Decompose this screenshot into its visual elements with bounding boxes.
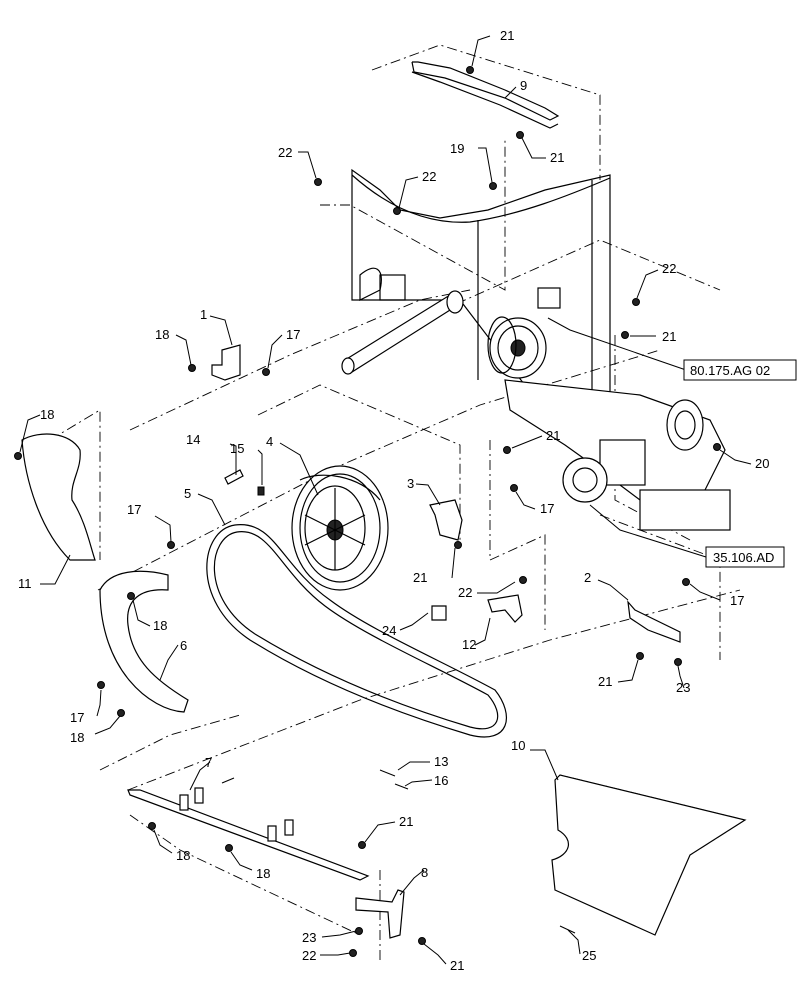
callout-23-a: 23 (676, 680, 690, 695)
callout-2: 2 (584, 570, 591, 585)
callout-16: 16 (434, 773, 448, 788)
callouts: 21 9 21 22 22 19 22 21 1 18 17 21 20 18 … (18, 28, 769, 973)
callout-18-e: 18 (176, 848, 190, 863)
callout-4: 4 (266, 434, 273, 449)
bracket-part-12 (487, 594, 523, 623)
large-pulley-part-4 (291, 465, 389, 591)
callout-8: 8 (421, 865, 428, 880)
callout-1: 1 (200, 307, 207, 322)
reference-label-a: 80.175.AG 02 (690, 363, 770, 378)
drive-belt-part-5 (206, 524, 508, 738)
top-bar-part-9 (411, 61, 560, 129)
callout-25: 25 (582, 948, 596, 963)
bracket-part-1 (211, 344, 241, 381)
cover-panel-part-10 (551, 774, 747, 936)
callout-24: 24 (382, 623, 396, 638)
callout-6: 6 (180, 638, 187, 653)
callout-10: 10 (511, 738, 525, 753)
callout-21-e: 21 (413, 570, 427, 585)
callout-22-b: 22 (422, 169, 436, 184)
bracket-part-8 (355, 889, 405, 939)
callout-18-c: 18 (153, 618, 167, 633)
callout-17-c: 17 (127, 502, 141, 517)
callout-15: 15 (230, 441, 244, 456)
bracket-part-2 (627, 600, 681, 643)
callout-17-e: 17 (70, 710, 84, 725)
callout-21-b: 21 (550, 150, 564, 165)
callout-21-c: 21 (662, 329, 676, 344)
callout-17-b: 17 (540, 501, 554, 516)
hydraulic-pump-assembly (504, 287, 731, 531)
frame-panel (351, 168, 611, 411)
guard-part-6 (99, 570, 189, 713)
fasteners (14, 66, 721, 957)
callout-21-f: 21 (598, 674, 612, 689)
callout-21-a: 21 (500, 28, 514, 43)
bracket-part-3 (429, 499, 463, 541)
callout-18-f: 18 (256, 866, 270, 881)
callout-12: 12 (462, 637, 476, 652)
callout-22-a: 22 (278, 145, 292, 160)
callout-11: 11 (18, 576, 32, 591)
reference-box-a[interactable]: 80.175.AG 02 (683, 359, 797, 381)
callout-18-b: 18 (40, 407, 54, 422)
leader-lines (19, 35, 752, 965)
callout-20: 20 (755, 456, 769, 471)
reference-box-b[interactable]: 35.106.AD (705, 546, 785, 568)
callout-7: 7 (205, 755, 212, 770)
support-bar-part-7 (127, 787, 370, 881)
callout-9: 9 (520, 78, 527, 93)
callout-21-d: 21 (546, 428, 560, 443)
callout-13: 13 (434, 754, 448, 769)
callout-5: 5 (184, 486, 191, 501)
callout-21-g: 21 (399, 814, 413, 829)
callout-22-e: 22 (302, 948, 316, 963)
upper-pulley (487, 316, 547, 379)
reference-label-b: 35.106.AD (713, 550, 774, 565)
shield-part-11 (21, 433, 96, 561)
callout-22-d: 22 (458, 585, 472, 600)
callout-17-d: 17 (730, 593, 744, 608)
callout-18-a: 18 (155, 327, 169, 342)
callout-19: 19 (450, 141, 464, 156)
callout-21-h: 21 (450, 958, 464, 973)
callout-14: 14 (186, 432, 200, 447)
small-hardware (224, 469, 447, 621)
callout-18-d: 18 (70, 730, 84, 745)
callout-3: 3 (407, 476, 414, 491)
drive-shaft (341, 290, 464, 375)
callout-17-a: 17 (286, 327, 300, 342)
callout-23-b: 23 (302, 930, 316, 945)
callout-22-c: 22 (662, 261, 676, 276)
